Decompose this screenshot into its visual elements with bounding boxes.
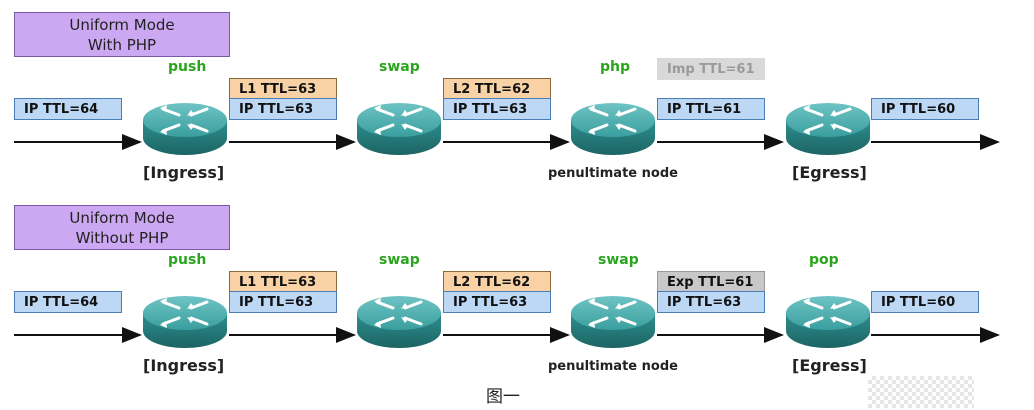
mode-title-line1: Uniform Mode xyxy=(69,209,175,227)
ip-ttl-label: IP TTL=60 xyxy=(871,291,979,313)
router-icon xyxy=(569,294,657,350)
router-icon xyxy=(569,101,657,157)
op-label-push: push xyxy=(168,59,207,75)
mode-title-line2: Without PHP xyxy=(75,229,169,247)
implicit-null-ttl-label: Imp TTL=61 xyxy=(657,58,765,80)
op-label-swap: swap xyxy=(379,59,420,75)
node-label-egress: [Egress] xyxy=(792,356,867,375)
router-icon xyxy=(141,294,229,350)
ip-ttl-label: IP TTL=63 xyxy=(443,98,551,120)
ip-ttl-label: IP TTL=64 xyxy=(14,291,122,313)
router-icon xyxy=(784,294,872,350)
node-label-ingress: [Ingress] xyxy=(143,163,225,182)
mode-title-line2: With PHP xyxy=(87,36,157,54)
router-icon xyxy=(784,101,872,157)
op-label-pop: pop xyxy=(809,252,839,268)
mode-title-with-php: Uniform Mode With PHP xyxy=(14,12,230,57)
ip-ttl-label: IP TTL=63 xyxy=(229,291,337,313)
op-label-swap: swap xyxy=(598,252,639,268)
mpls-ttl-label: L1 TTL=63 xyxy=(229,271,337,293)
router-icon xyxy=(141,101,229,157)
op-label-php: php xyxy=(600,59,631,75)
op-label-swap: swap xyxy=(379,252,420,268)
node-label-ingress: [Ingress] xyxy=(143,356,225,375)
ip-ttl-label: IP TTL=63 xyxy=(229,98,337,120)
mpls-ttl-label: L2 TTL=62 xyxy=(443,78,551,100)
op-label-push: push xyxy=(168,252,207,268)
ip-ttl-label: IP TTL=60 xyxy=(871,98,979,120)
router-icon xyxy=(355,294,443,350)
ip-ttl-label: IP TTL=61 xyxy=(657,98,765,120)
node-label-penultimate: penultimate node xyxy=(548,166,678,181)
node-label-penultimate: penultimate node xyxy=(548,359,678,374)
ip-ttl-label: IP TTL=63 xyxy=(657,291,765,313)
node-label-egress: [Egress] xyxy=(792,163,867,182)
figure-caption: 图一 xyxy=(486,387,520,407)
checker-watermark xyxy=(868,376,974,408)
ip-ttl-label: IP TTL=64 xyxy=(14,98,122,120)
router-icon xyxy=(355,101,443,157)
explicit-null-ttl-label: Exp TTL=61 xyxy=(657,271,765,293)
ip-ttl-label: IP TTL=63 xyxy=(443,291,551,313)
mpls-ttl-label: L2 TTL=62 xyxy=(443,271,551,293)
mode-title-without-php: Uniform Mode Without PHP xyxy=(14,205,230,250)
mpls-ttl-label: L1 TTL=63 xyxy=(229,78,337,100)
mode-title-line1: Uniform Mode xyxy=(69,16,175,34)
